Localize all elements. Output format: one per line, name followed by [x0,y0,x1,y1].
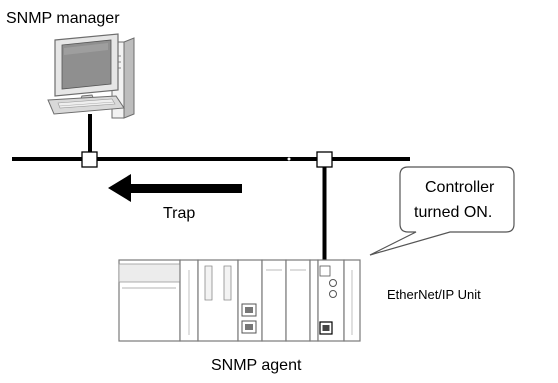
callout-text-line-1: Controller [425,179,495,196]
callout-text-line-2: turned ON. [414,204,493,221]
computer-icon [47,33,135,152]
trap-label: Trap [163,205,196,222]
speech-callout-icon [369,166,515,256]
unit-label: EtherNet/IP Unit [387,287,481,302]
manager-label: SNMP manager [6,10,120,27]
tap-connector-agent [316,151,333,168]
plc-controller-icon [118,259,361,342]
left-arrow-icon [108,174,242,202]
agent-label: SNMP agent [211,357,302,374]
tap-connector-manager [81,151,98,168]
